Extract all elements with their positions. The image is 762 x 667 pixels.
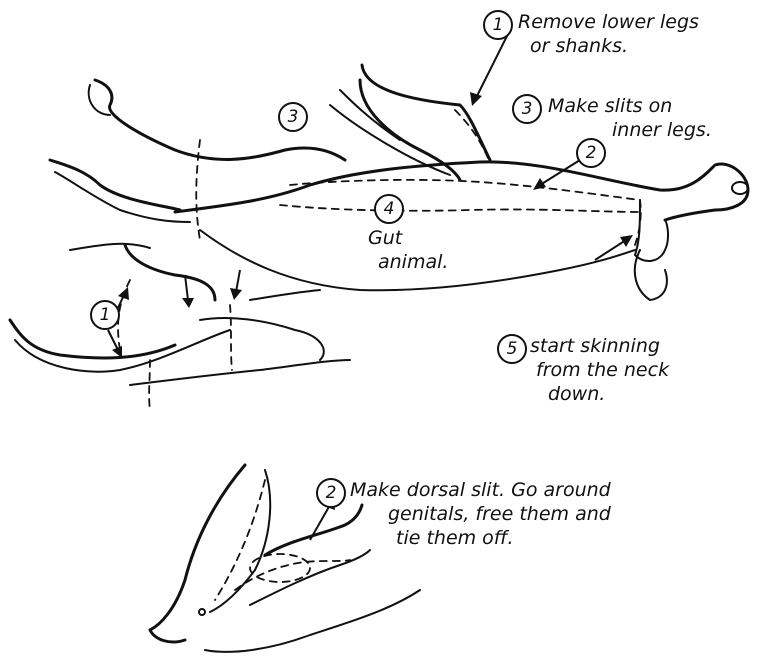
step-5-number: 5 xyxy=(497,334,527,364)
step-3-left-number: 3 xyxy=(278,102,308,132)
step-3-right-text-line2: inner legs. xyxy=(612,120,712,140)
step-2-bottom-text-line3: tie them off. xyxy=(396,528,514,548)
step-1-top-number: 1 xyxy=(483,10,513,40)
step-3-right-number: 3 xyxy=(512,94,542,124)
step-4-text-line2: animal. xyxy=(378,252,448,272)
step-5-text-line1: start skinning xyxy=(530,336,660,356)
step-3-right-text-line1: Make slits on xyxy=(548,96,672,116)
step-2-right-number: 2 xyxy=(576,138,606,168)
step-2-bottom-text-line2: genitals, free them and xyxy=(388,504,611,524)
step-2-bottom-number: 2 xyxy=(316,478,346,508)
step-1-top-text-line2: or shanks. xyxy=(530,36,628,56)
step-2-bottom-text-line1: Make dorsal slit. Go around xyxy=(350,480,611,500)
step-5-text-line3: down. xyxy=(548,384,605,404)
step-1-left-number: 1 xyxy=(90,300,120,330)
step-1-top-text-line1: Remove lower legs xyxy=(518,12,699,32)
step-4-number: 4 xyxy=(374,194,404,224)
step-4-text-line1: Gut xyxy=(368,228,402,248)
step-5-text-line2: from the neck xyxy=(536,360,669,380)
